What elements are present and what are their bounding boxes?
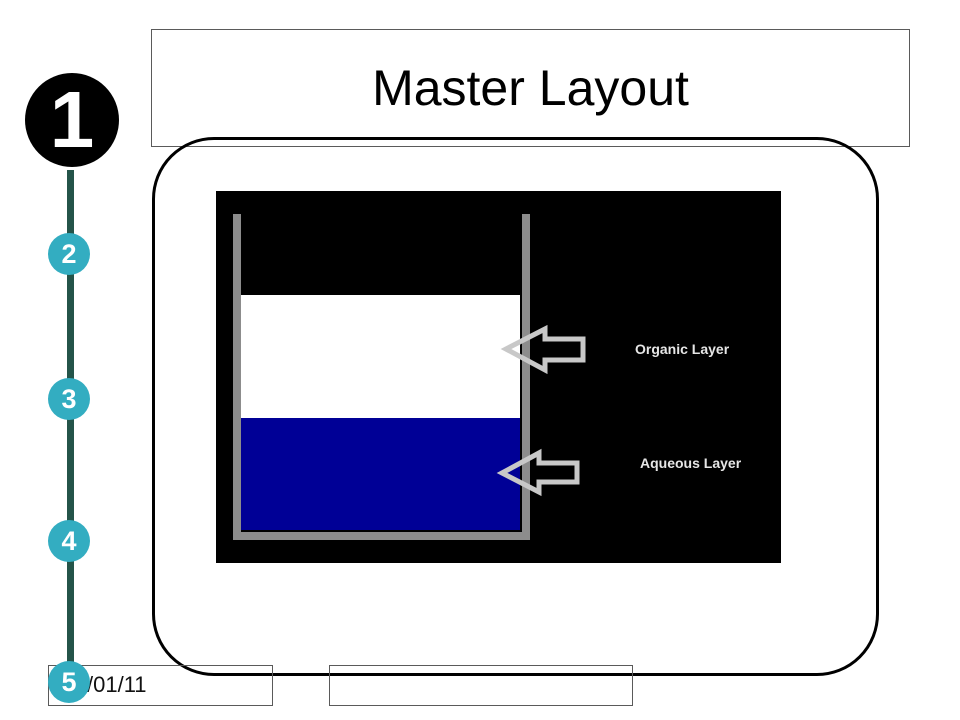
step-connector-line <box>67 170 74 675</box>
aqueous-layer-fill <box>241 418 520 530</box>
aqueous-arrow-icon <box>496 448 580 497</box>
content-placeholder[interactable] <box>152 137 879 676</box>
title-placeholder[interactable]: Master Layout <box>151 29 910 147</box>
separatory-layers-diagram: Organic Layer Aqueous Layer <box>216 191 781 563</box>
step-4[interactable]: 4 <box>48 520 90 562</box>
footer-date: /01/11 <box>87 672 147 697</box>
slide-title: Master Layout <box>372 60 689 116</box>
beaker-outline <box>233 214 530 540</box>
organic-layer-fill <box>241 295 520 418</box>
step-1-active[interactable]: 1 <box>25 73 119 167</box>
footer-date-placeholder[interactable]: /01/11 <box>48 665 273 706</box>
step-2[interactable]: 2 <box>48 233 90 275</box>
aqueous-layer-label: Aqueous Layer <box>640 455 742 471</box>
organic-layer-label: Organic Layer <box>635 341 730 357</box>
step-3[interactable]: 3 <box>48 378 90 420</box>
footer-center-placeholder[interactable] <box>329 665 633 706</box>
step-5[interactable]: 5 <box>48 661 90 703</box>
beaker-diagram-svg: Organic Layer Aqueous Layer <box>233 214 742 540</box>
organic-arrow-icon <box>500 324 586 375</box>
